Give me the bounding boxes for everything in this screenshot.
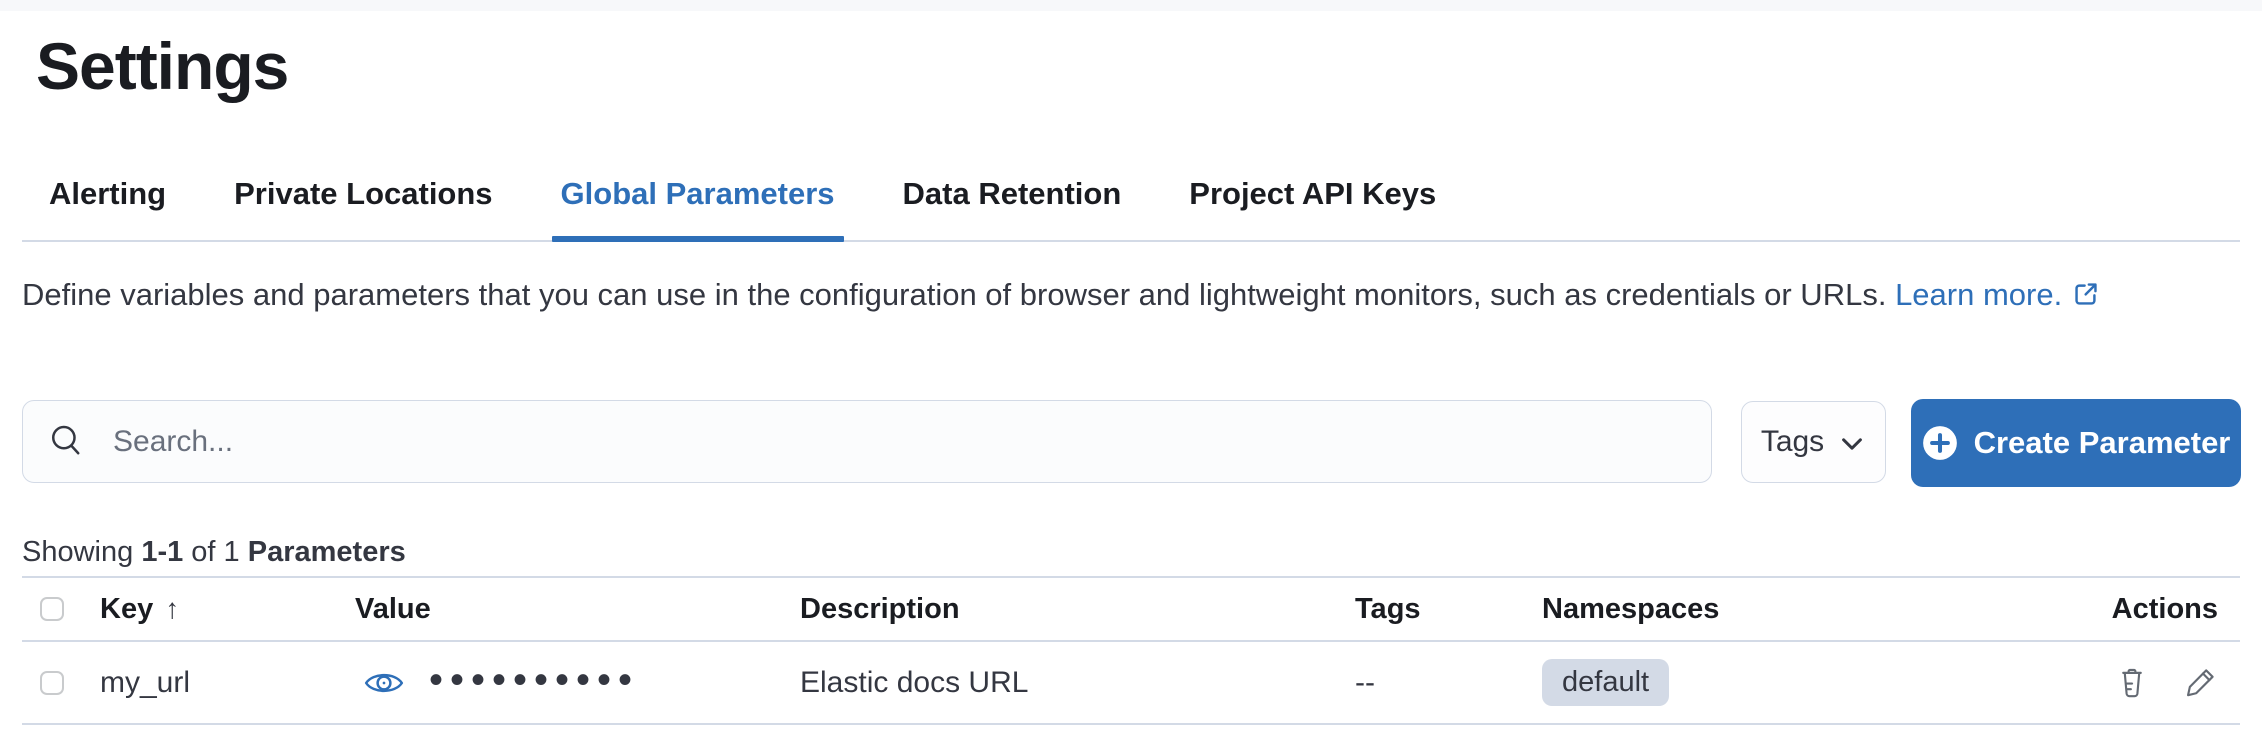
learn-more-link[interactable]: Learn more.: [1895, 277, 2100, 312]
row-checkbox[interactable]: [40, 670, 64, 695]
create-parameter-button[interactable]: Create Parameter: [1911, 399, 2241, 487]
tab-private-locations[interactable]: Private Locations: [234, 176, 493, 211]
learn-more-label: Learn more.: [1895, 277, 2063, 312]
header-actions: Actions: [2111, 592, 2218, 625]
table-header-row: Key ↑ Value Description Tags Namespaces …: [22, 578, 2240, 642]
parameters-table: Key ↑ Value Description Tags Namespaces …: [22, 576, 2240, 725]
delete-trash-icon[interactable]: [2114, 665, 2150, 701]
chevron-down-icon: [1838, 430, 1866, 458]
table-row: my_url •••••••••• Elastic docs URL -- de…: [22, 642, 2240, 725]
parameter-tags: --: [1355, 665, 1375, 699]
tags-filter-button[interactable]: Tags: [1741, 401, 1886, 483]
header-key-label: Key: [100, 592, 154, 625]
header-tags: Tags: [1355, 592, 1421, 625]
create-parameter-label: Create Parameter: [1973, 425, 2231, 460]
summary-showing: Showing: [22, 536, 134, 568]
top-strip: [0, 0, 2262, 11]
external-link-icon: [2072, 273, 2100, 323]
page-description: Define variables and parameters that you…: [22, 270, 2212, 323]
summary-entity: Parameters: [247, 536, 406, 568]
page-title: Settings: [36, 29, 289, 103]
tags-filter-label: Tags: [1760, 425, 1825, 458]
search-input[interactable]: [113, 424, 1687, 459]
parameter-namespaces-cell: default: [1542, 659, 1942, 706]
plus-in-circle-icon: [1922, 425, 1958, 461]
header-namespaces: Namespaces: [1542, 592, 1720, 625]
parameter-description: Elastic docs URL: [800, 665, 1029, 699]
header-key[interactable]: Key ↑: [100, 593, 355, 626]
search-icon: [47, 422, 87, 462]
summary-of: of 1: [191, 536, 240, 568]
tab-alerting[interactable]: Alerting: [49, 176, 167, 211]
row-checkbox-cell: [22, 670, 100, 695]
summary-range: 1-1: [141, 536, 184, 568]
header-checkbox-cell: [22, 597, 100, 621]
description-text: Define variables and parameters that you…: [22, 277, 1887, 312]
header-description: Description: [800, 592, 960, 625]
parameter-key: my_url: [100, 665, 191, 699]
select-all-checkbox[interactable]: [40, 597, 64, 621]
tab-project-api-keys[interactable]: Project API Keys: [1189, 176, 1437, 211]
reveal-value-eye-icon[interactable]: [363, 667, 405, 699]
parameter-value-cell: ••••••••••: [355, 657, 800, 703]
header-value: Value: [355, 592, 431, 625]
tab-bar: Alerting Private Locations Global Parame…: [22, 150, 2240, 242]
tab-global-parameters[interactable]: Global Parameters: [551, 150, 844, 242]
search-field-wrapper: [22, 400, 1712, 483]
sort-ascending-icon: ↑: [165, 593, 180, 624]
tab-data-retention[interactable]: Data Retention: [902, 176, 1122, 211]
row-actions: [1942, 665, 2240, 701]
edit-pencil-icon[interactable]: [2182, 665, 2218, 701]
masked-value: ••••••••••: [429, 657, 640, 702]
namespace-badge: default: [1542, 659, 1670, 706]
results-summary: Showing 1-1 of 1 Parameters: [22, 536, 406, 569]
